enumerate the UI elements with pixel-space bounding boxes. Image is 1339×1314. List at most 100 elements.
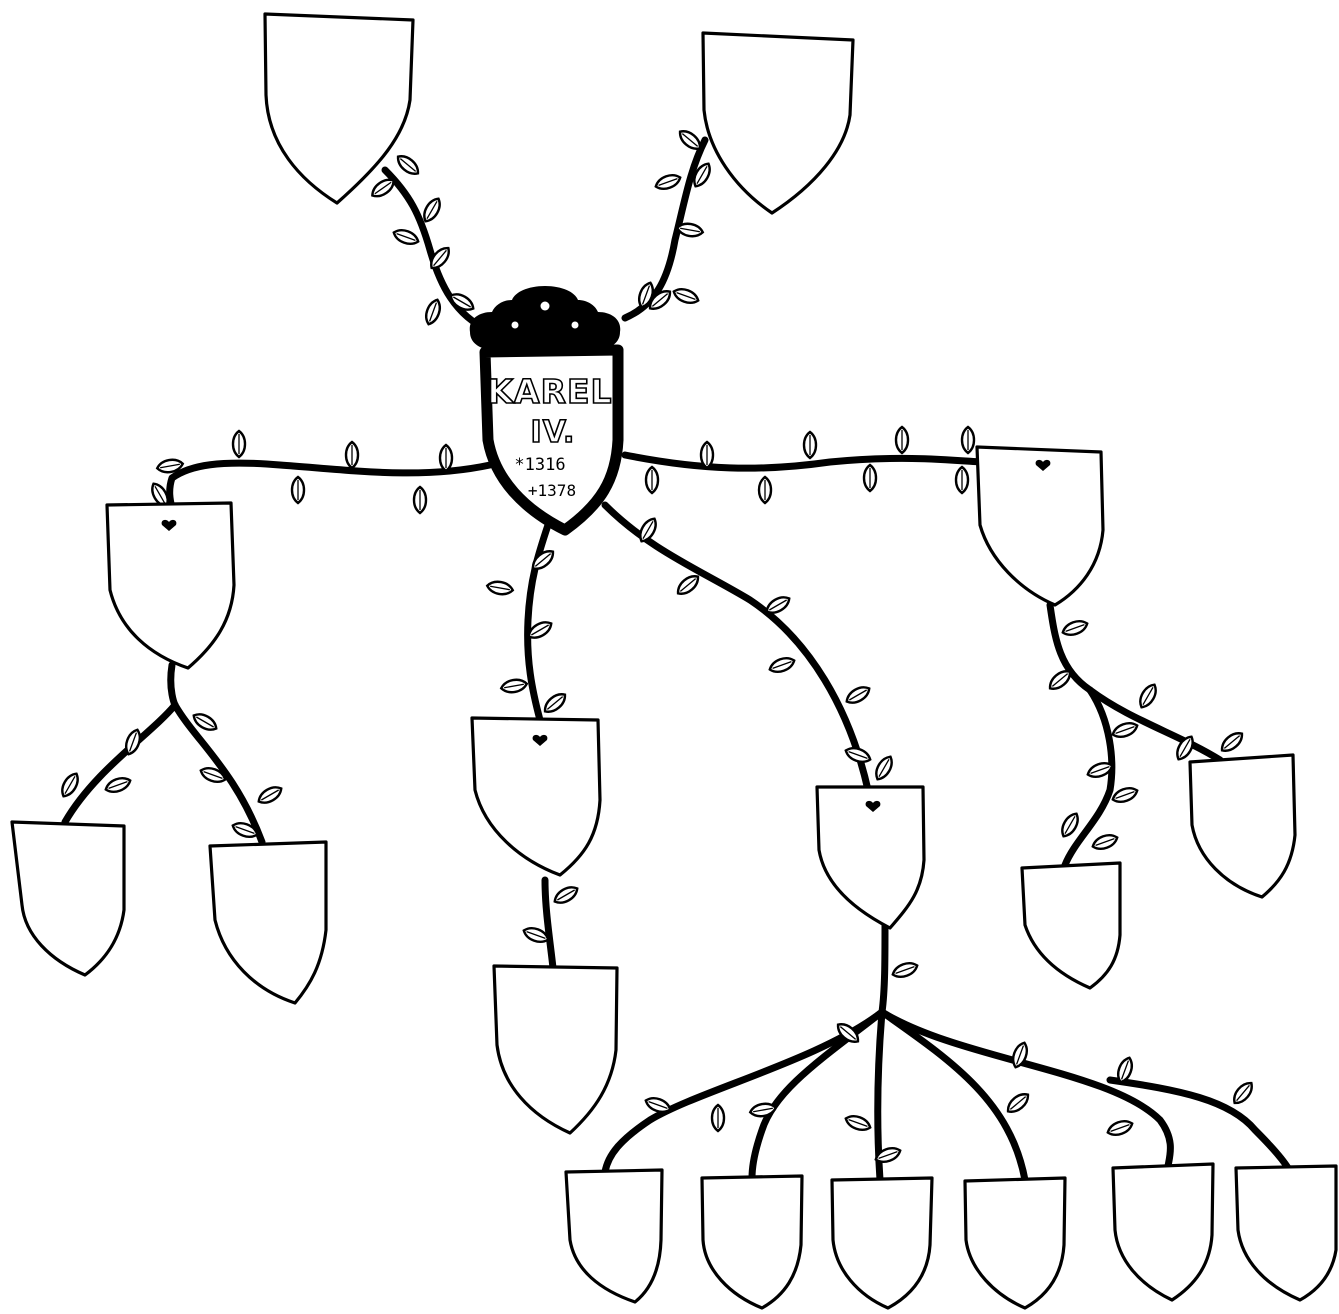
leaf-vein	[128, 732, 138, 752]
shield-child-3	[815, 785, 926, 930]
leaf-vein	[769, 599, 787, 611]
vine-child-2-to-gc-3	[541, 876, 557, 972]
vine-child-1-to-gc-2	[171, 701, 266, 846]
leaf-vein	[534, 553, 552, 567]
shield-grandchild-11	[1020, 861, 1122, 990]
leaf-vein	[642, 521, 654, 539]
leaf-vein	[1065, 623, 1085, 633]
shield-grandchild-2	[208, 840, 328, 1005]
ancestor-shields	[263, 12, 855, 215]
shield-grandchild-5	[700, 1174, 804, 1310]
leaf-vein	[1120, 1060, 1130, 1080]
leaf-vein	[1142, 687, 1154, 705]
leaf-vein	[641, 285, 651, 305]
leaf-vein	[203, 770, 223, 780]
vine-child-3-to-gc-9	[1106, 1076, 1292, 1172]
vine-root-to-child-2	[524, 521, 552, 724]
crown-jewel	[540, 301, 550, 311]
leaf-vein	[1090, 765, 1110, 775]
shield-grandchild-4	[564, 1168, 664, 1304]
leaf-vein	[374, 181, 392, 195]
shield-grandchild-3	[492, 964, 619, 1135]
root-birth-year: *1316	[514, 455, 565, 475]
leaf-vein	[235, 825, 255, 835]
leaf-vein	[396, 232, 416, 242]
vine-child-3-to-gc-8	[878, 1008, 1174, 1170]
leaf-vein	[1115, 725, 1135, 735]
leaf-vein	[433, 249, 447, 267]
leaf-vein	[1095, 837, 1115, 847]
leaf-vein	[196, 716, 214, 728]
root-name-line2: IV.	[531, 415, 576, 450]
leaf-vein	[504, 683, 524, 689]
root-shield	[479, 344, 624, 536]
leaf-vein	[680, 227, 700, 233]
leaf-vein	[648, 1100, 668, 1110]
shield-child-1	[105, 501, 236, 670]
leaf-vein	[526, 930, 546, 940]
leaf-vein	[878, 759, 890, 777]
leaf-vein	[1009, 1096, 1027, 1110]
leaf-vein	[658, 177, 678, 187]
leaf-vein	[849, 689, 867, 701]
leaf-vein	[160, 463, 180, 469]
leaf-vein	[651, 293, 669, 307]
vine-child-3-to-gc-4	[601, 1008, 886, 1176]
root-name-line1: KAREL	[487, 372, 612, 411]
leaf-vein	[753, 1107, 773, 1113]
leaf-vein	[453, 296, 471, 308]
leaf-vein	[676, 291, 696, 301]
leaf-vein	[426, 201, 438, 219]
leaf-vein	[679, 578, 697, 592]
vine-child-4-to-gc-11	[1061, 686, 1116, 869]
shield-grandchild-1	[10, 820, 126, 977]
shield-ancestor-left	[263, 12, 415, 205]
leaf-vein	[428, 302, 438, 322]
heart-icon	[865, 800, 881, 812]
leaf-vein	[839, 1026, 857, 1040]
shield-ancestor-right	[701, 31, 855, 215]
leaf-vein	[261, 789, 279, 801]
shield-child-4	[975, 445, 1105, 607]
leaf-vein	[557, 889, 575, 901]
vine-child-4-trunk	[1046, 601, 1094, 694]
leaf-vein	[1179, 739, 1191, 757]
vine-child-3-to-gc-5	[748, 1008, 886, 1182]
leaf-vein	[64, 776, 76, 794]
leaf-vein	[772, 660, 792, 670]
leaf-vein	[848, 750, 868, 760]
shield-grandchild-8	[1111, 1162, 1215, 1302]
heart-icon	[161, 519, 177, 531]
root-shield-karel-iv: KAREL IV. *1316 +1378	[469, 286, 624, 536]
leaf-vein	[878, 1150, 898, 1160]
crown-jewel	[571, 321, 579, 329]
leaf-vein	[399, 158, 417, 172]
shield-grandchild-6	[830, 1176, 934, 1310]
vine-child-3-to-gc-7	[878, 1008, 1029, 1184]
leaf-vein	[1115, 790, 1135, 800]
vine-root-to-ancestor-left	[381, 166, 492, 334]
leaf-vein	[1064, 816, 1076, 834]
vine-root-to-child-3	[601, 501, 872, 794]
leaf-vein	[154, 486, 166, 504]
child-shields	[105, 445, 1105, 930]
shield-grandchild-7	[963, 1176, 1067, 1310]
grandchild-shields	[10, 753, 1338, 1310]
vine-child-1-to-gc-1	[61, 701, 179, 826]
vine-child-1-split	[167, 661, 179, 709]
leaf-vein	[681, 133, 699, 147]
heart-icon	[1035, 459, 1051, 471]
heart-icon	[532, 734, 548, 746]
leaf-vein	[696, 166, 708, 184]
leaf-vein	[848, 1118, 868, 1128]
leaf-vein	[490, 585, 510, 591]
vine-root-to-child-1	[166, 459, 494, 512]
leaf-vein	[895, 965, 915, 975]
crown-icon	[469, 286, 621, 350]
shield-grandchild-9	[1234, 1164, 1338, 1302]
leaf-vein	[1015, 1045, 1025, 1065]
leaf-vein	[546, 696, 564, 710]
root-death-year: +1378	[528, 481, 576, 500]
leaf-vein	[531, 624, 549, 636]
